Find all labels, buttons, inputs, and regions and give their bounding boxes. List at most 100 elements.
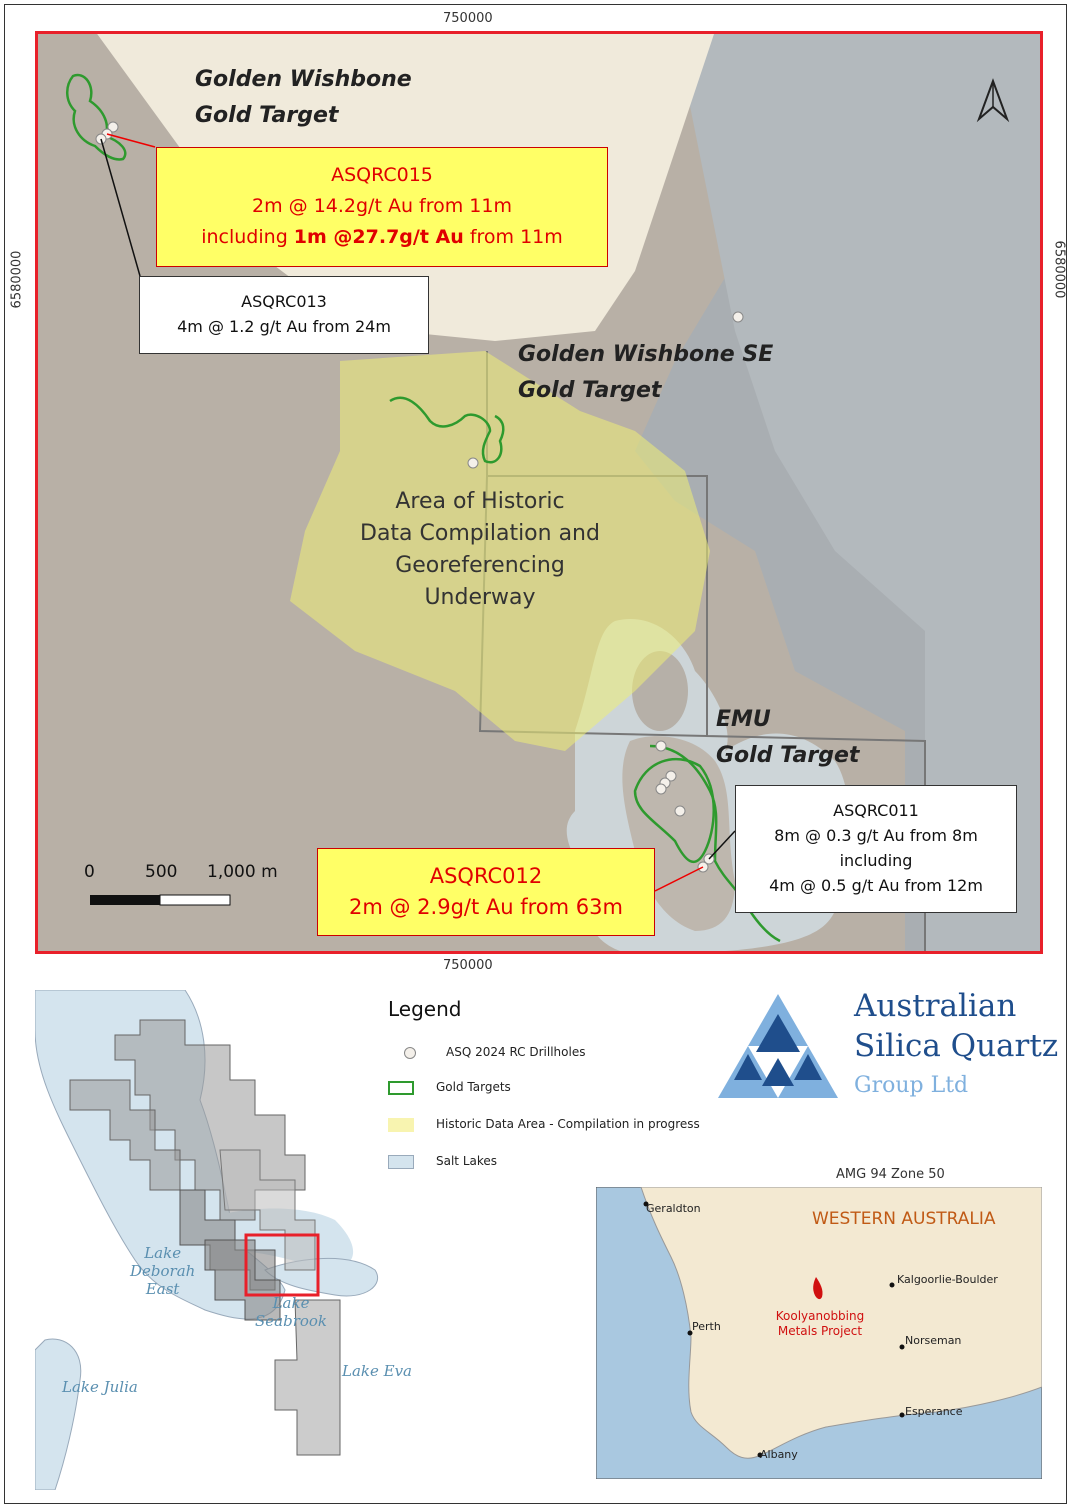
town-dot (889, 1282, 895, 1288)
legend-label: Salt Lakes (436, 1154, 498, 1168)
lake-label-deborah: Lake Deborah East (130, 1244, 195, 1298)
salt-lake-julia (35, 1338, 82, 1490)
callout-hole-id: ASQRC012 (429, 864, 543, 888)
coord-top: 750000 (443, 11, 493, 26)
callout-hole-id: ASQRC015 (331, 164, 433, 186)
callout-result-2: 4m @ 0.5 g/t Au from 12m (769, 876, 983, 895)
tenement-block (204, 1239, 281, 1321)
target-label-golden-wishbone-se: Golden Wishbone SE Gold Target (518, 337, 773, 409)
callout-bold-result: 1m @27.7g/t Au (293, 226, 464, 248)
legend-item-gold-targets: Gold Targets (388, 1080, 511, 1095)
salt-lake-symbol-icon (388, 1154, 414, 1169)
main-map-frame (35, 31, 1043, 954)
target-name: EMU (716, 707, 771, 732)
gold-target-golden-wishbone (66, 73, 127, 161)
logo-line: Australian (854, 988, 1017, 1024)
drillhole[interactable] (732, 311, 744, 323)
historic-area-label: Area of Historic Data Compilation and Ge… (330, 486, 630, 614)
drillhole[interactable] (655, 783, 667, 795)
company-logo-icon (718, 994, 838, 1098)
lake-word: Seabrook (255, 1312, 328, 1330)
scale-label-0: 0 (84, 862, 95, 882)
gold-target-emu (649, 744, 781, 943)
gold-target-symbol-icon (388, 1080, 414, 1095)
town-dot (643, 1201, 649, 1207)
project-location-box (244, 1233, 320, 1297)
leader-asqrc012 (654, 866, 704, 892)
lake-label-seabrook: Lake Seabrook (255, 1294, 327, 1330)
project-label: Koolyanobbing Metals Project (760, 1309, 880, 1339)
legend-item-drillholes: ASQ 2024 RC Drillholes (388, 1045, 585, 1059)
gold-target-golden-wishbone-se (389, 396, 505, 464)
callout-prefix: including (201, 226, 294, 248)
historic-line: Area of Historic (395, 489, 565, 514)
callout-result: 2m @ 2.9g/t Au from 63m (349, 895, 623, 919)
lake-label-julia: Lake Julia (62, 1378, 138, 1396)
callout-hole-id: ASQRC013 (241, 292, 327, 311)
drillhole[interactable] (467, 457, 479, 469)
legend-title: Legend (388, 997, 462, 1021)
callout-asqrc012: ASQRC012 2m @ 2.9g/t Au from 63m (317, 848, 655, 936)
target-name: Golden Wishbone (195, 67, 412, 92)
target-label-golden-wishbone: Golden Wishbone Gold Target (195, 62, 412, 134)
wa-landmass (640, 1187, 1042, 1459)
town-label-esperance: Esperance (905, 1405, 963, 1418)
target-name: Golden Wishbone SE (518, 342, 774, 367)
town-dot (899, 1412, 905, 1418)
legend-item-historic: Historic Data Area - Compilation in prog… (388, 1117, 700, 1132)
target-type: Gold Target (518, 378, 662, 403)
leader-asqrc013 (100, 138, 141, 277)
logo-triangle (794, 1054, 822, 1080)
callout-result: 4m @ 1.2 g/t Au from 24m (177, 317, 391, 336)
legend-label: ASQ 2024 RC Drillholes (446, 1045, 586, 1059)
page-frame (4, 4, 1067, 1504)
target-type: Gold Target (716, 743, 860, 768)
logo-line: Silica Quartz (854, 1028, 1059, 1064)
target-type: Gold Target (195, 103, 339, 128)
callout-suffix: from 11m (463, 226, 563, 248)
legend-item-salt-lakes: Salt Lakes (388, 1154, 497, 1169)
project-label-line: Metals Project (777, 1324, 863, 1338)
drillhole[interactable] (665, 770, 677, 782)
salt-lake-seabrook (205, 1208, 354, 1270)
drillhole[interactable] (107, 121, 119, 133)
wa-inset-map[interactable] (596, 1187, 1042, 1479)
lake-word: Lake (272, 1294, 310, 1312)
leader-asqrc011 (708, 830, 736, 860)
callout-asqrc013: ASQRC013 4m @ 1.2 g/t Au from 24m (139, 276, 429, 354)
historic-line: Data Compilation and (360, 521, 600, 546)
scale-bar-black (90, 895, 160, 905)
lake-word: East (145, 1280, 180, 1298)
location-map[interactable] (35, 990, 413, 1490)
historic-data-area (290, 351, 710, 751)
logo-triangle (734, 1054, 762, 1080)
town-points (643, 1201, 905, 1458)
callout-asqrc015: ASQRC015 2m @ 14.2g/t Au from 11m includ… (156, 147, 608, 267)
town-label-kalgoorlie: Kalgoorlie-Boulder (897, 1273, 998, 1286)
lake-word: Lake (144, 1244, 182, 1262)
legend-label: Historic Data Area - Compilation in prog… (436, 1117, 700, 1131)
callout-result: 2m @ 14.2g/t Au from 11m (252, 195, 512, 217)
town-label-albany: Albany (760, 1448, 798, 1461)
scale-label-1000: 1,000 m (207, 862, 278, 882)
town-dot (899, 1344, 905, 1350)
wa-title: WESTERN AUSTRALIA (812, 1209, 996, 1229)
drillhole[interactable] (674, 805, 686, 817)
grey-terrain-east (675, 31, 1043, 954)
coord-left: 6580000 (9, 250, 25, 309)
town-label-perth: Perth (692, 1320, 721, 1333)
scale-bar-white (159, 894, 231, 906)
callout-including: including (839, 851, 913, 870)
project-area (813, 1277, 823, 1300)
gold-target-emu-inner (633, 757, 715, 864)
coord-bottom: 750000 (443, 958, 493, 973)
coord-right: 6580000 (1051, 240, 1067, 299)
logo-triangle (762, 1058, 794, 1086)
historic-line: Underway (424, 585, 536, 610)
callout-result: 8m @ 0.3 g/t Au from 8m (774, 826, 978, 845)
historic-line: Georeferencing (395, 553, 565, 578)
town-label-geraldton: Geraldton (646, 1202, 701, 1215)
drillhole[interactable] (655, 740, 667, 752)
logo-line: Group Ltd (854, 1073, 969, 1098)
target-label-emu: EMU Gold Target (716, 702, 859, 774)
